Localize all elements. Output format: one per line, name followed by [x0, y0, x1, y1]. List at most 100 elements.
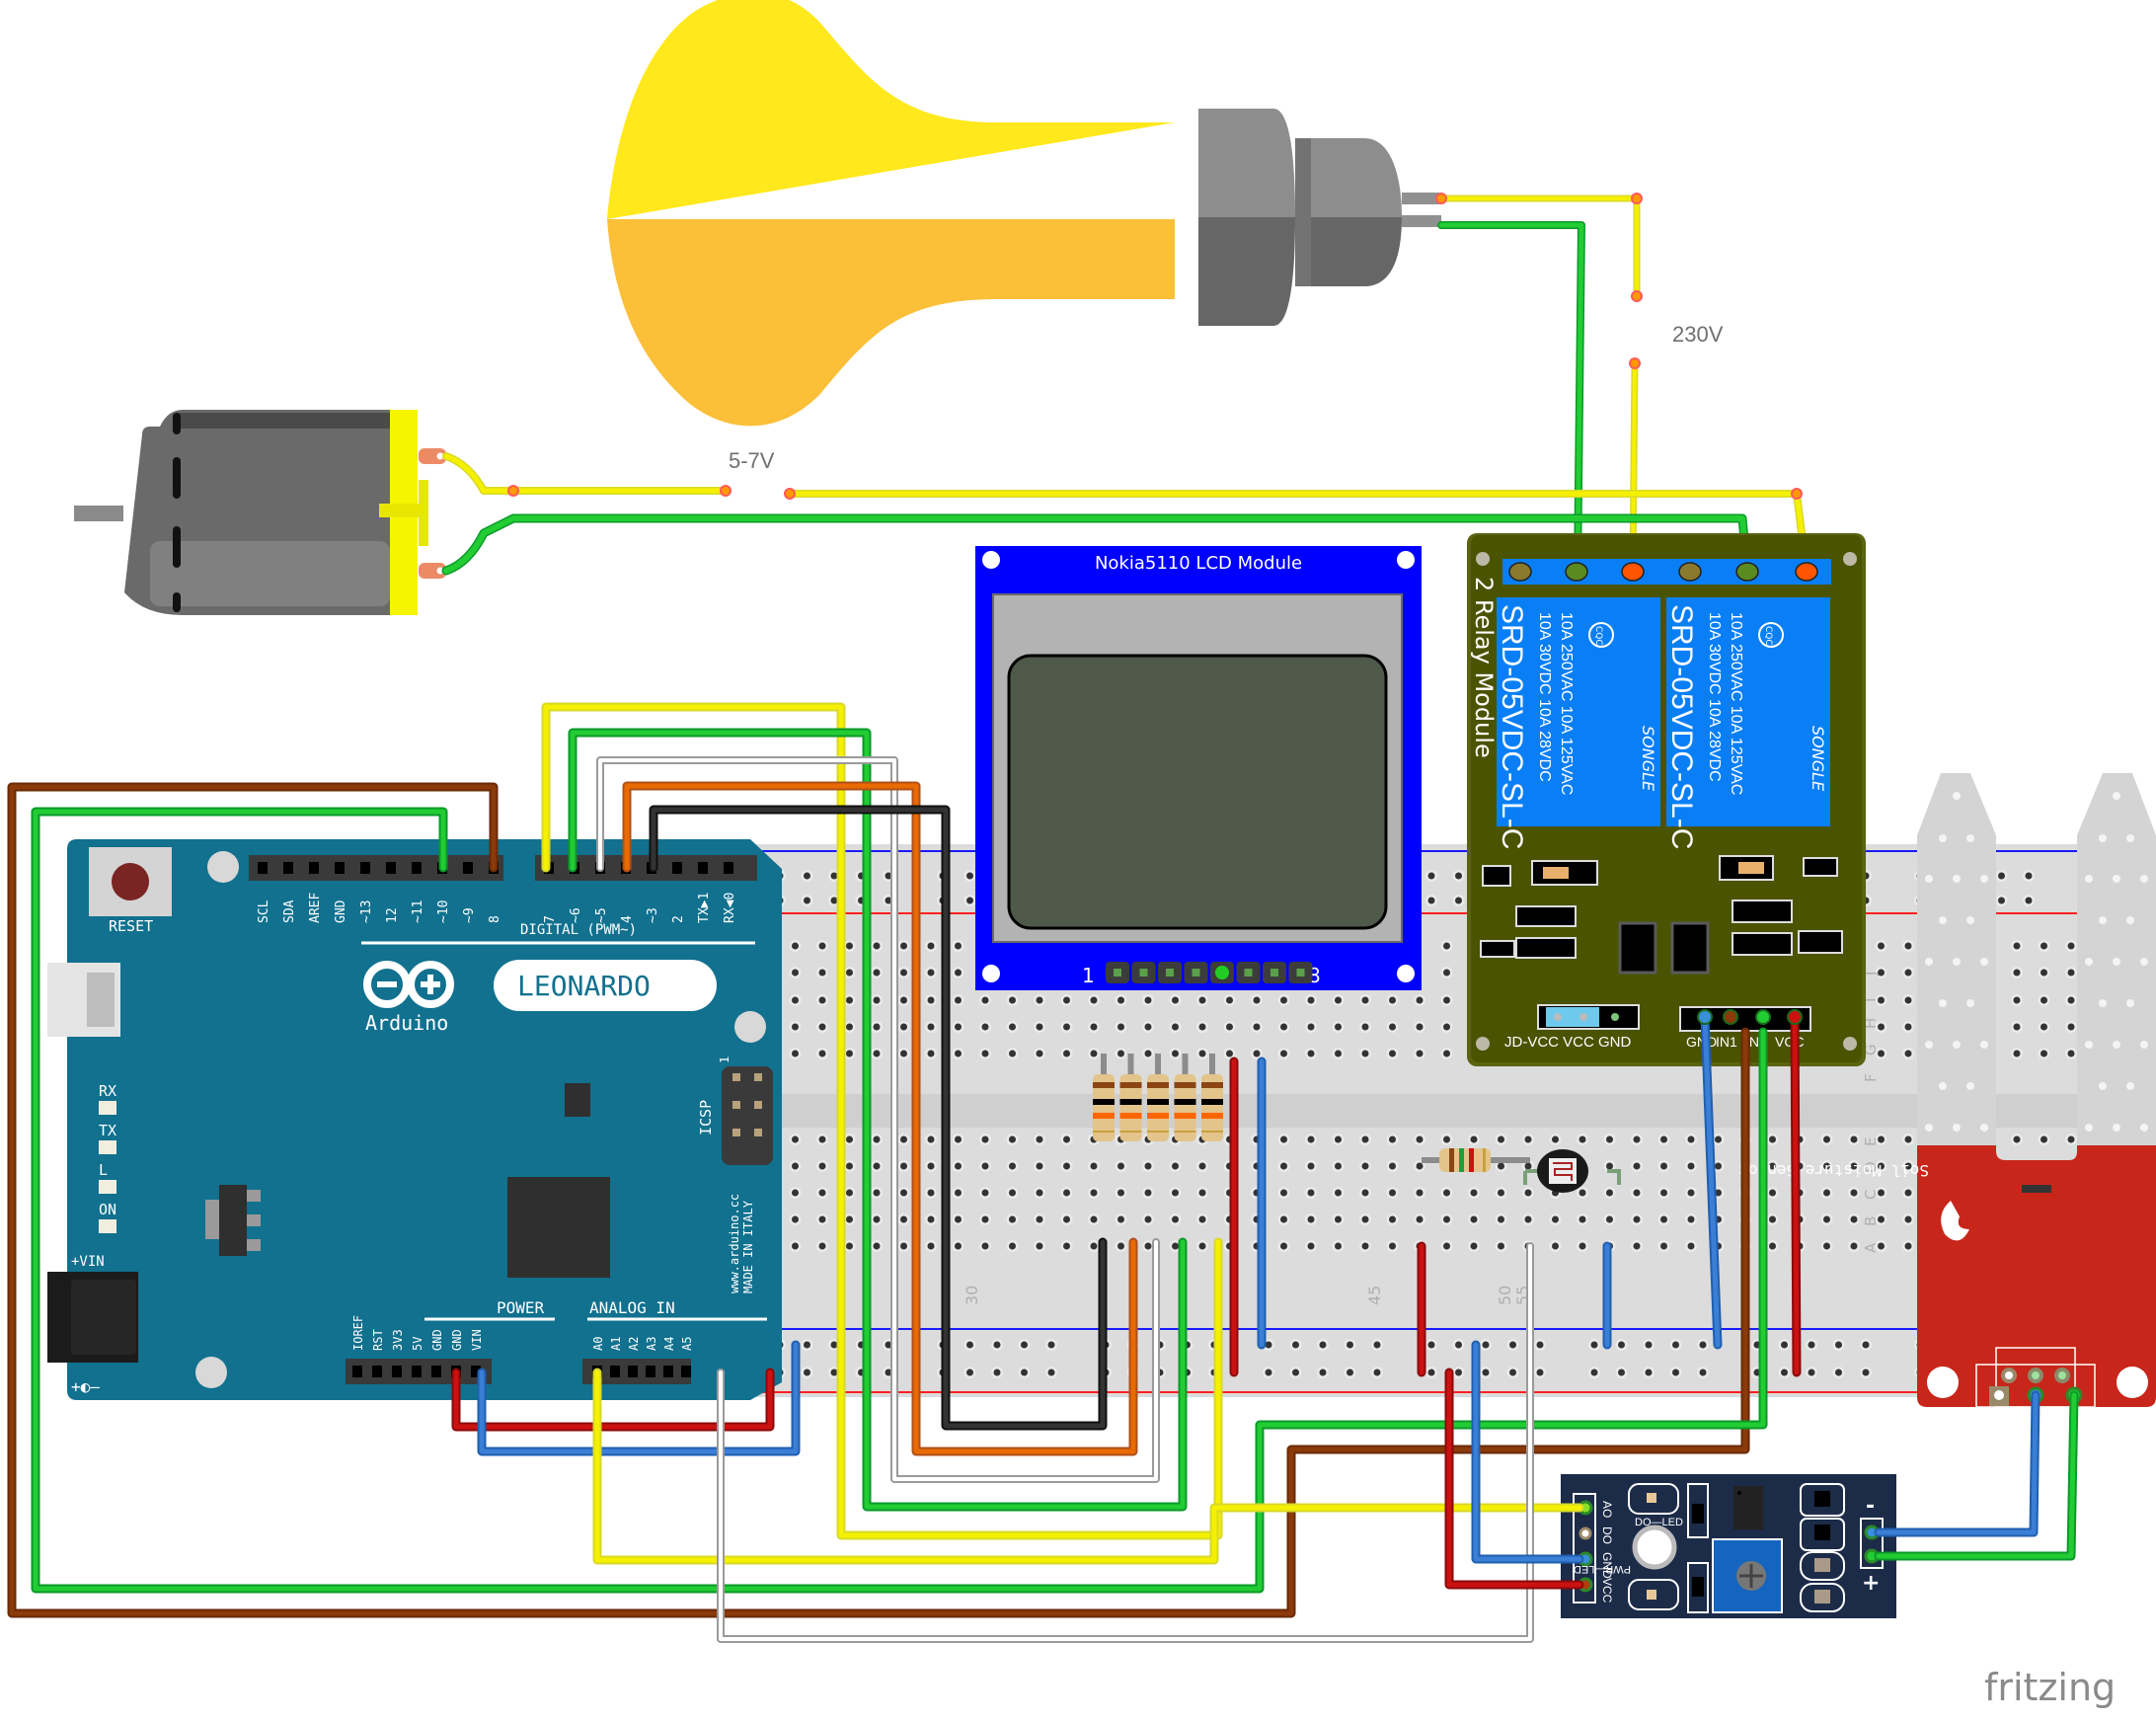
resistor[interactable]: [1174, 1074, 1196, 1141]
wire-endpoint[interactable]: [1791, 488, 1803, 500]
hole-center: [1361, 1050, 1369, 1057]
hole-center: [927, 1189, 935, 1197]
fritzing-logo: fritzing: [1984, 1666, 2116, 1709]
status-led: [99, 1140, 116, 1154]
resistor[interactable]: [1119, 1074, 1142, 1141]
resistor-band: [1201, 1131, 1223, 1133]
hole-center: [927, 1050, 935, 1057]
header-pin[interactable]: [610, 1366, 620, 1377]
relay-header-pin[interactable]: [1697, 1009, 1713, 1025]
header-pin[interactable]: [386, 862, 396, 874]
row-label: E: [1862, 1137, 1880, 1146]
header-pin[interactable]: [360, 862, 370, 874]
arduino-url: www.arduino.cc: [728, 1194, 741, 1293]
relay-header-pin[interactable]: [1787, 1009, 1803, 1025]
hole-center: [873, 942, 881, 950]
relay-header-pin[interactable]: [1755, 1009, 1771, 1025]
hole-center: [927, 1215, 935, 1223]
screw-terminal[interactable]: [1565, 562, 1588, 582]
wire-endpoint[interactable]: [720, 485, 732, 497]
hole-center: [1904, 1189, 1912, 1197]
wire-endpoint[interactable]: [1631, 290, 1643, 302]
wire-a5-ldr-core: [719, 1244, 1532, 1641]
hole-center: [2067, 1023, 2075, 1031]
smd-component: [1692, 1577, 1704, 1597]
hole-center: [1009, 1242, 1016, 1250]
wire-endpoint[interactable]: [507, 485, 519, 497]
hole-center: [900, 1215, 907, 1223]
header-pin[interactable]: [412, 862, 422, 874]
wire-endpoint[interactable]: [1631, 193, 1643, 204]
wire-endpoint[interactable]: [1629, 357, 1641, 369]
hole-center: [818, 1050, 826, 1057]
screw-terminal[interactable]: [1795, 562, 1818, 582]
resistor-band: [1093, 1131, 1115, 1133]
screw-terminal[interactable]: [1508, 562, 1532, 582]
hole-center: [927, 969, 935, 977]
header-pin[interactable]: [672, 862, 682, 874]
header-pin[interactable]: [646, 1366, 655, 1377]
header-pin[interactable]: [352, 1366, 362, 1377]
smd-component: [1692, 1504, 1704, 1524]
hole-center: [955, 1162, 962, 1170]
resistor[interactable]: [1147, 1074, 1169, 1141]
relay-header-pin[interactable]: [1723, 1009, 1738, 1025]
header-pin[interactable]: [431, 1366, 441, 1377]
header-pin[interactable]: [681, 1366, 691, 1377]
header-pin[interactable]: [283, 862, 293, 874]
hole-center: [1389, 996, 1396, 1004]
probe-dot: [1925, 1124, 1933, 1132]
reset-button[interactable]: [112, 863, 149, 900]
pin-label: SDA: [282, 900, 297, 923]
wire-motor-pos[interactable]: [442, 452, 730, 495]
hole-center: [1878, 1023, 1885, 1031]
header-pin[interactable]: [463, 862, 473, 874]
icsp-pin1-label: 1: [718, 1056, 732, 1063]
sensor-pin-label: GND: [1600, 1552, 1614, 1579]
resistor[interactable]: [1093, 1074, 1115, 1141]
wire-sensor-vcc[interactable]: [1444, 1368, 1584, 1590]
header-pin[interactable]: [698, 862, 708, 874]
sig-pin[interactable]: [1994, 1390, 2004, 1400]
hole-center: [1036, 1242, 1043, 1250]
do-led-outline: [1628, 1483, 1679, 1515]
header-pin[interactable]: [372, 1366, 382, 1377]
sensor-pin-do[interactable]: [1578, 1526, 1592, 1540]
hole-center: [1578, 1135, 1586, 1143]
hole-center: [846, 1215, 853, 1223]
resistor-band: [1174, 1099, 1196, 1105]
wire-endpoint[interactable]: [784, 488, 796, 500]
hole-center: [2025, 897, 2033, 904]
header-pin[interactable]: [628, 1366, 638, 1377]
small-chip: [565, 1083, 590, 1117]
screw-terminal[interactable]: [1735, 562, 1759, 582]
hole-center: [1687, 1162, 1695, 1170]
pin-label: A2: [627, 1337, 641, 1351]
screw-terminal[interactable]: [1621, 562, 1645, 582]
header-pin[interactable]: [258, 862, 268, 874]
resistor[interactable]: [1201, 1074, 1223, 1141]
header-pin[interactable]: [392, 1366, 402, 1377]
hole-center: [2067, 996, 2075, 1004]
hole-center: [1172, 1242, 1179, 1250]
header-pin[interactable]: [471, 1366, 481, 1377]
hole-center: [1769, 1242, 1776, 1250]
header-pin[interactable]: [724, 862, 733, 874]
screw-terminal[interactable]: [1678, 562, 1702, 582]
header-pin[interactable]: [335, 862, 345, 874]
wire-endpoint[interactable]: [1435, 193, 1447, 204]
header-pin[interactable]: [412, 1366, 422, 1377]
probe-dot: [1980, 1041, 1988, 1049]
header-pin[interactable]: [309, 862, 319, 874]
resistor-bank: [1093, 1054, 1223, 1141]
hole-center: [1904, 1215, 1912, 1223]
hole-center: [981, 1162, 989, 1170]
wire-probe-gnd[interactable]: [1874, 1390, 2040, 1537]
cert-label: CQC: [1763, 626, 1773, 646]
jumper-cap[interactable]: [1546, 1007, 1599, 1027]
header-pin[interactable]: [663, 1366, 673, 1377]
hole-center: [1904, 1242, 1912, 1250]
hole-center: [1699, 1341, 1707, 1349]
hole-center: [900, 996, 907, 1004]
wire-lamp-live[interactable]: [1437, 195, 1641, 300]
